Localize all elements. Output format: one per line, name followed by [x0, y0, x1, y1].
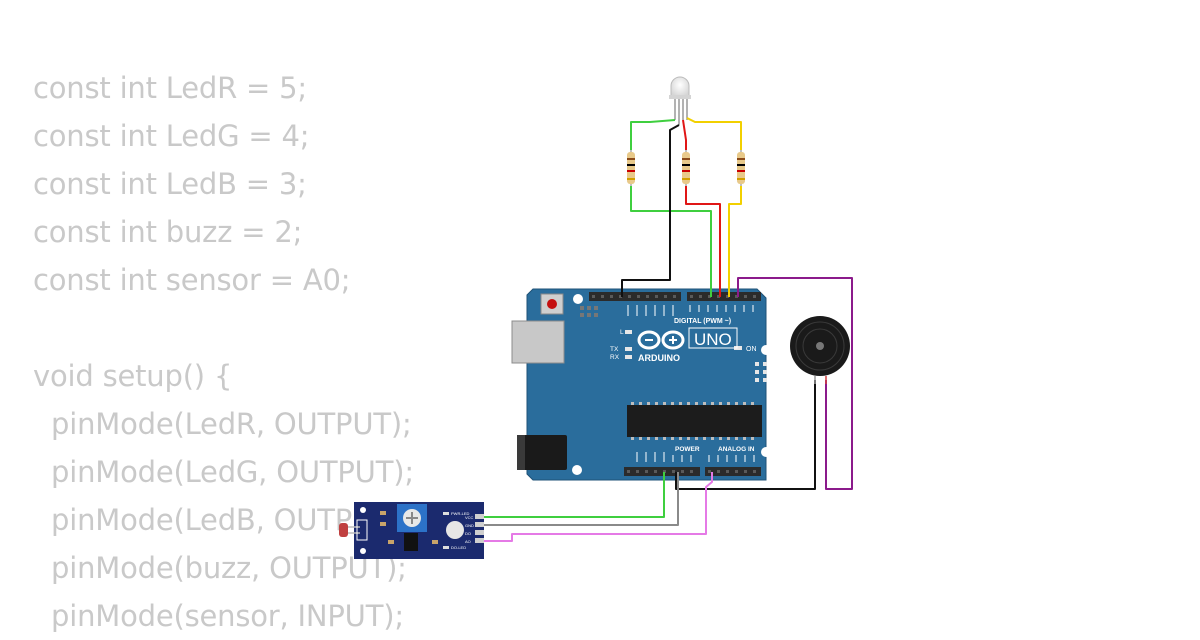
wire-yellow-led: [686, 117, 742, 150]
wire-green-vcc: [482, 472, 665, 518]
wire-purple-buzzer: [737, 277, 853, 490]
code-line: void setup() {: [33, 359, 233, 393]
tx-label: TX: [610, 346, 619, 353]
power-header: [624, 467, 700, 476]
pwr-led-label: PWR-LED: [451, 511, 470, 516]
pin-label-do: DO: [465, 531, 471, 536]
pin-label-ao: AO: [465, 539, 471, 544]
usb-connector: [511, 320, 565, 364]
code-line: pinMode(LedR, OUTPUT);: [33, 407, 412, 441]
on-led: [734, 346, 742, 350]
atmega-chip: [627, 405, 762, 437]
indicator-led: [446, 521, 464, 539]
code-line: const int LedB = 3;: [33, 167, 307, 201]
resistor[interactable]: [737, 145, 745, 190]
on-label: ON: [746, 346, 757, 353]
rx-led: [625, 355, 632, 359]
wire-black-gnd: [621, 124, 680, 297]
l-led: [625, 330, 632, 334]
arduino-logo: [637, 330, 685, 350]
wire-red-led: [682, 119, 687, 150]
rgb-led[interactable]: [669, 76, 691, 125]
power-jack: [517, 435, 567, 470]
wire-pink-ao: [482, 472, 713, 542]
arduino-label: ARDUINO: [638, 353, 680, 363]
digital-label: DIGITAL (PWM ~): [674, 318, 731, 325]
mounting-hole: [761, 345, 771, 355]
analog-in-label: ANALOG IN: [718, 446, 755, 453]
code-editor: const int LedR = 5; const int LedG = 4; …: [33, 64, 414, 640]
digital-header-left: [589, 292, 681, 301]
do-led-label: DO-LED: [451, 545, 466, 550]
code-line: pinMode(LedG, OUTPUT);: [33, 455, 414, 489]
code-line: pinMode(buzz, OUTPUT);: [33, 551, 407, 585]
pin-label-vcc: VCC: [465, 515, 474, 520]
code-line: const int LedG = 4;: [33, 119, 310, 153]
pin-label-gnd: GND: [465, 523, 474, 528]
code-line: const int sensor = A0;: [33, 263, 351, 297]
wire-yellow-pin3: [728, 186, 742, 297]
light-sensor-module[interactable]: PWR-LED DO-LED VCC GND DO AO: [339, 502, 484, 559]
analog-header: [705, 467, 761, 476]
digital-header-right: [687, 292, 761, 301]
code-line: const int buzz = 2;: [33, 215, 303, 249]
wire-red-pin5: [685, 186, 721, 297]
mounting-hole: [572, 465, 582, 475]
code-line: const int LedR = 5;: [33, 71, 307, 105]
tx-led: [625, 347, 632, 351]
arduino-uno-board[interactable]: DIGITAL (PWM ~) L TX RX ON UNO ARDUINO: [511, 288, 771, 481]
resistor[interactable]: [682, 145, 690, 190]
code-line: pinMode(sensor, INPUT);: [33, 599, 404, 633]
uno-label: UNO: [694, 330, 732, 349]
mounting-hole: [573, 294, 583, 304]
buzzer[interactable]: [790, 316, 850, 384]
wire-green-led: [630, 119, 676, 150]
power-label: POWER: [675, 446, 700, 453]
icsp-header: [755, 362, 767, 382]
resistor[interactable]: [627, 145, 635, 190]
wire-black-buzzer-gnd: [675, 380, 816, 490]
sensor-header-pins: [475, 514, 484, 543]
mounting-hole: [761, 447, 771, 457]
rx-label: RX: [610, 354, 620, 361]
ldr-photoresistor: [339, 523, 348, 537]
l-label: L: [620, 329, 624, 336]
reset-button-cap: [547, 299, 557, 309]
wire-gray-gnd: [482, 472, 679, 526]
